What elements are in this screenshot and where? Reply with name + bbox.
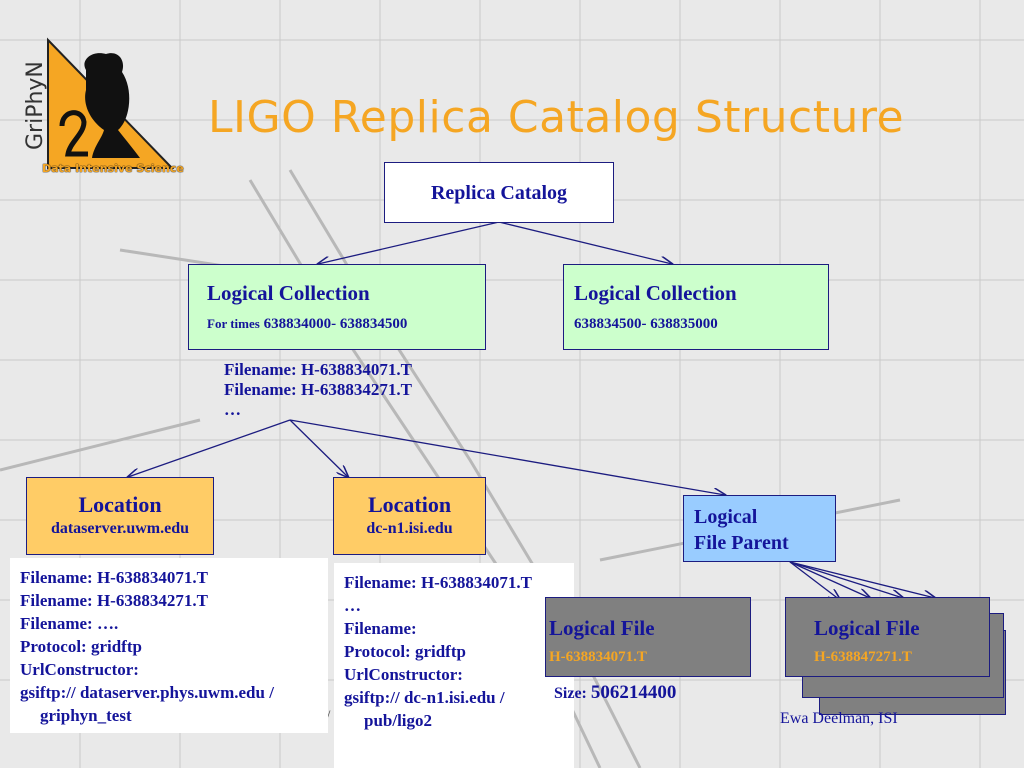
location-2-detail-3: Filename: (344, 619, 417, 638)
logical-file-parent-line-1: Logical (694, 506, 758, 528)
location-2-detail-1: Filename: H-638834071.T (344, 573, 532, 592)
location-1-host: dataserver.uwm.edu (50, 520, 190, 537)
logical-collection-1-range-value: 638834000- 638834500 (263, 316, 408, 332)
collection-file-1: Filename: H-638834071.T (224, 360, 412, 379)
logical-collection-2-range: 638834500- 638835000 (574, 316, 718, 332)
slide-title: LIGO Replica Catalog Structure (208, 92, 905, 143)
file-size-label: Size: (554, 685, 587, 702)
arrow-catalog-to-collection-1 (318, 221, 500, 264)
location-1-detail-7: griphyn_test (40, 706, 132, 725)
arrow-parent-to-file-1b (789, 561, 870, 598)
arrow-files-to-location-2 (289, 419, 348, 477)
location-1-detail-1: Filename: H-638834071.T (20, 568, 208, 587)
logical-collection-1-prefix: For times (207, 316, 260, 331)
location-1-details: Filename: H-638834071.T Filename: H-6388… (10, 558, 328, 733)
location-1-detail-2: Filename: H-638834271.T (20, 591, 208, 610)
collection-file-more: … (224, 400, 241, 419)
logical-collection-1-label: Logical Collection (207, 281, 370, 305)
location-2-detail-7: pub/ligo2 (364, 711, 433, 730)
location-box-1: Location dataserver.uwm.edu (26, 477, 214, 555)
location-2-label: Location (367, 492, 452, 517)
logical-file-1-filename: H-638834071.T (549, 649, 647, 665)
location-1-detail-5: UrlConstructor: (20, 660, 139, 679)
arrow-parent-to-file-1a (789, 561, 840, 600)
arrow-parent-to-file-2b (789, 561, 935, 598)
logical-collection-1-range: For times 638834000- 638834500 (207, 316, 485, 333)
logical-collection-box-1: Logical Collection For times 638834000- … (188, 264, 486, 350)
logical-collection-box-2: Logical Collection 638834500- 638835000 (563, 264, 829, 350)
location-2-host: dc-n1.isi.edu (366, 520, 453, 537)
location-1-label: Location (78, 492, 162, 517)
svg-text:GriPhyN: GriPhyN (23, 61, 48, 150)
logical-collection-2-label: Logical Collection (574, 281, 737, 305)
location-2-detail-4: Protocol: gridftp (344, 642, 466, 661)
logical-file-parent-box: Logical File Parent (683, 495, 836, 562)
logical-file-parent-line-2: File Parent (694, 532, 789, 554)
location-1-detail-3: Filename: …. (20, 614, 119, 633)
logical-file-1-label: Logical File (549, 616, 655, 640)
location-box-2: Location dc-n1.isi.edu (333, 477, 486, 555)
location-1-detail-6: gsiftp:// dataserver.phys.uwm.edu / (20, 683, 274, 702)
arrow-catalog-to-collection-2 (498, 221, 672, 264)
location-2-detail-6: gsiftp:// dc-n1.isi.edu / (344, 688, 505, 707)
location-2-details: Filename: H-638834071.T … Filename: Prot… (334, 563, 574, 768)
replica-catalog-box: Replica Catalog (384, 162, 614, 223)
author-credit: Ewa Deelman, ISI (780, 710, 898, 727)
file-size-value: 506214400 (590, 682, 677, 703)
location-2-detail-2: … (344, 596, 361, 615)
location-2-detail-5: UrlConstructor: (344, 665, 463, 684)
griphyn-logo: GriPhyN (23, 37, 175, 169)
logical-file-2-label: Logical File (814, 616, 920, 640)
arrow-parent-to-file-2a (789, 561, 903, 598)
location-1-detail-4: Protocol: gridftp (20, 637, 142, 656)
file-size: Size: 506214400 (554, 682, 676, 704)
arrow-files-to-location-1 (128, 419, 291, 477)
collection-file-list: Filename: H-638834071.T Filename: H-6388… (224, 360, 412, 420)
logo-tagline: Data Intensive Science (42, 162, 184, 175)
logical-file-box-2: Logical File H-638847271.T (785, 597, 990, 677)
arrow-files-to-parent (289, 419, 725, 495)
collection-file-2: Filename: H-638834271.T (224, 380, 412, 399)
logical-file-box-1: Logical File H-638834071.T (545, 597, 751, 677)
logical-file-2-filename: H-638847271.T (814, 649, 912, 665)
